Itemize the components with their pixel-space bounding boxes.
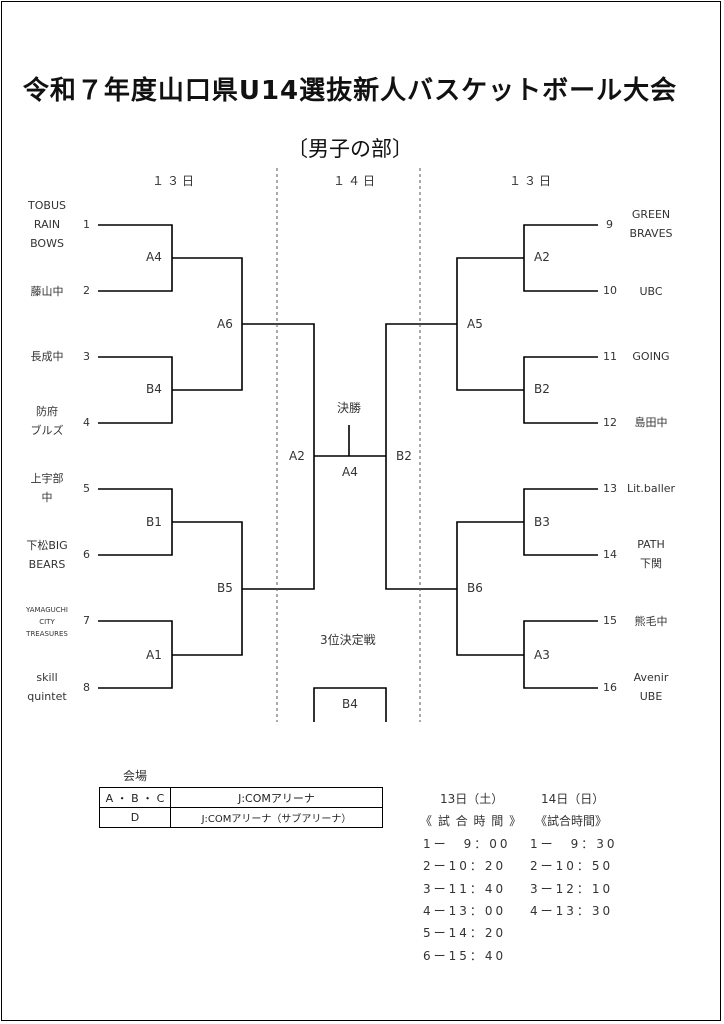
seed-1: 1: [83, 218, 90, 231]
venue-heading: 会場: [123, 769, 148, 783]
match-label-l-semi2: B5: [217, 581, 233, 595]
match-label-l1: A4: [146, 250, 162, 264]
section-subtitle: 〔男子の部〕: [287, 137, 413, 161]
match-label-r1: A2: [534, 250, 550, 264]
venue-table: A ・ B ・ C J:COMアリーナ D J:COMアリーナ（サブアリーナ）: [99, 787, 383, 828]
seed-12: 12: [603, 416, 617, 429]
match-label-r-semi2: B6: [467, 581, 483, 595]
seed-13: 13: [603, 482, 617, 495]
bracket-third: [313, 687, 387, 722]
seed-5: 5: [83, 482, 90, 495]
match-label-l4: A1: [146, 648, 162, 662]
match-label-l-semi1: A6: [217, 317, 233, 331]
schedule-14-subheader: 《試合時間》: [535, 814, 608, 828]
team-3: 長成中: [30, 350, 64, 363]
schedule-13-time-5: 5ー14：20: [423, 926, 507, 940]
schedule-13-time-6: 6ー15：40: [423, 949, 507, 963]
seed-10: 10: [603, 284, 617, 297]
team-15: 熊毛中: [634, 615, 668, 628]
match-label-r2: B2: [534, 382, 550, 396]
schedule-13-time-1: 1ー 9：00: [423, 837, 511, 851]
match-label-l3: B1: [146, 515, 162, 529]
seed-16: 16: [603, 681, 617, 694]
team-13: Lit.baller: [626, 482, 676, 495]
team-10: UBC: [639, 285, 663, 298]
match-label-r3: B3: [534, 515, 550, 529]
team-4: 防府ブルズ: [30, 405, 64, 437]
page-title: 令和７年度山口県U14選抜新人バスケットボール大会: [22, 76, 678, 106]
schedule-13-time-4: 4ー13：00: [423, 904, 507, 918]
seed-3: 3: [83, 350, 90, 363]
seed-4: 4: [83, 416, 90, 429]
table-row: A ・ B ・ C J:COMアリーナ: [99, 787, 383, 808]
venue-courts: A ・ B ・ C: [99, 787, 171, 808]
venue-name: J:COMアリーナ: [170, 787, 383, 808]
schedule-14-time-2: 2ー10：50: [530, 859, 614, 873]
schedule-13-subheader: 《 試 合 時 間 》: [420, 814, 523, 828]
team-12: 島田中: [634, 416, 668, 429]
team-11: GOING: [632, 350, 670, 363]
seed-14: 14: [603, 548, 617, 561]
match-label-r-final: B2: [396, 449, 412, 463]
schedule-14-time-1: 1ー 9：30: [530, 837, 618, 851]
final-title: 決勝: [337, 401, 362, 415]
seed-2: 2: [83, 284, 90, 297]
match-label-l2: B4: [146, 382, 162, 396]
seed-6: 6: [83, 548, 90, 561]
seed-9: 9: [606, 218, 613, 231]
seed-11: 11: [603, 350, 617, 363]
match-label-r4: A3: [534, 648, 550, 662]
schedule-14-header: 14日（日）: [541, 792, 605, 806]
venue-name: J:COMアリーナ（サブアリーナ）: [170, 807, 383, 828]
schedule-13-time-3: 3ー11：40: [423, 882, 507, 896]
third-place-code: B4: [342, 697, 358, 711]
day-header-left: １３日: [152, 174, 198, 188]
team-5: 上宇部中: [30, 472, 64, 504]
day-header-right: １３日: [509, 174, 555, 188]
venue-courts: D: [99, 807, 171, 828]
day-header-center: １４日: [333, 174, 379, 188]
schedule-13-header: 13日（土）: [440, 792, 504, 806]
table-row: D J:COMアリーナ（サブアリーナ）: [99, 807, 383, 828]
schedule-14-time-4: 4ー13：30: [530, 904, 614, 918]
match-label-l-final: A2: [289, 449, 305, 463]
seed-7: 7: [83, 614, 90, 627]
team-2: 藤山中: [30, 285, 64, 298]
seed-15: 15: [603, 614, 617, 627]
schedule-13-time-2: 2ー10：20: [423, 859, 507, 873]
schedule-14-time-3: 3ー12：10: [530, 882, 614, 896]
seed-8: 8: [83, 681, 90, 694]
match-label-r-semi1: A5: [467, 317, 483, 331]
third-place-title: 3位決定戦: [320, 633, 376, 647]
final-code: A4: [342, 465, 358, 479]
